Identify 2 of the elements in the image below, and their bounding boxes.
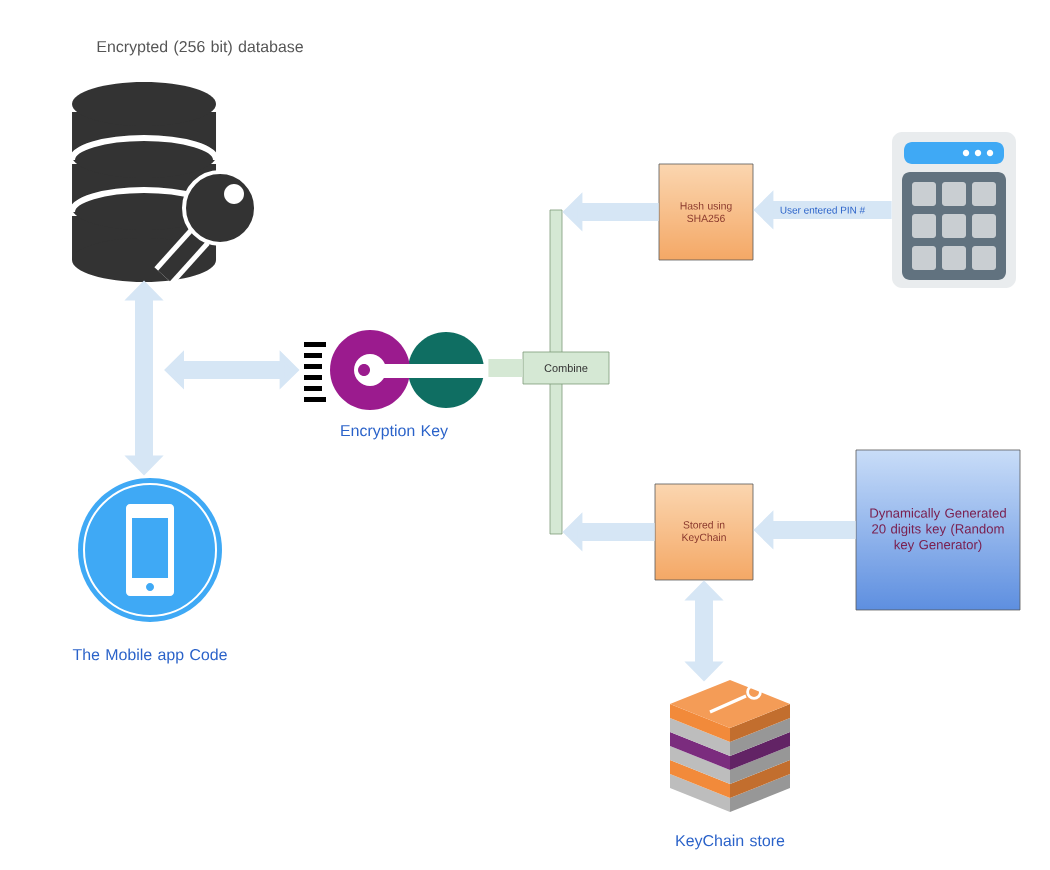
keypad-drawing — [892, 132, 1016, 288]
connector-bar — [488, 359, 523, 377]
